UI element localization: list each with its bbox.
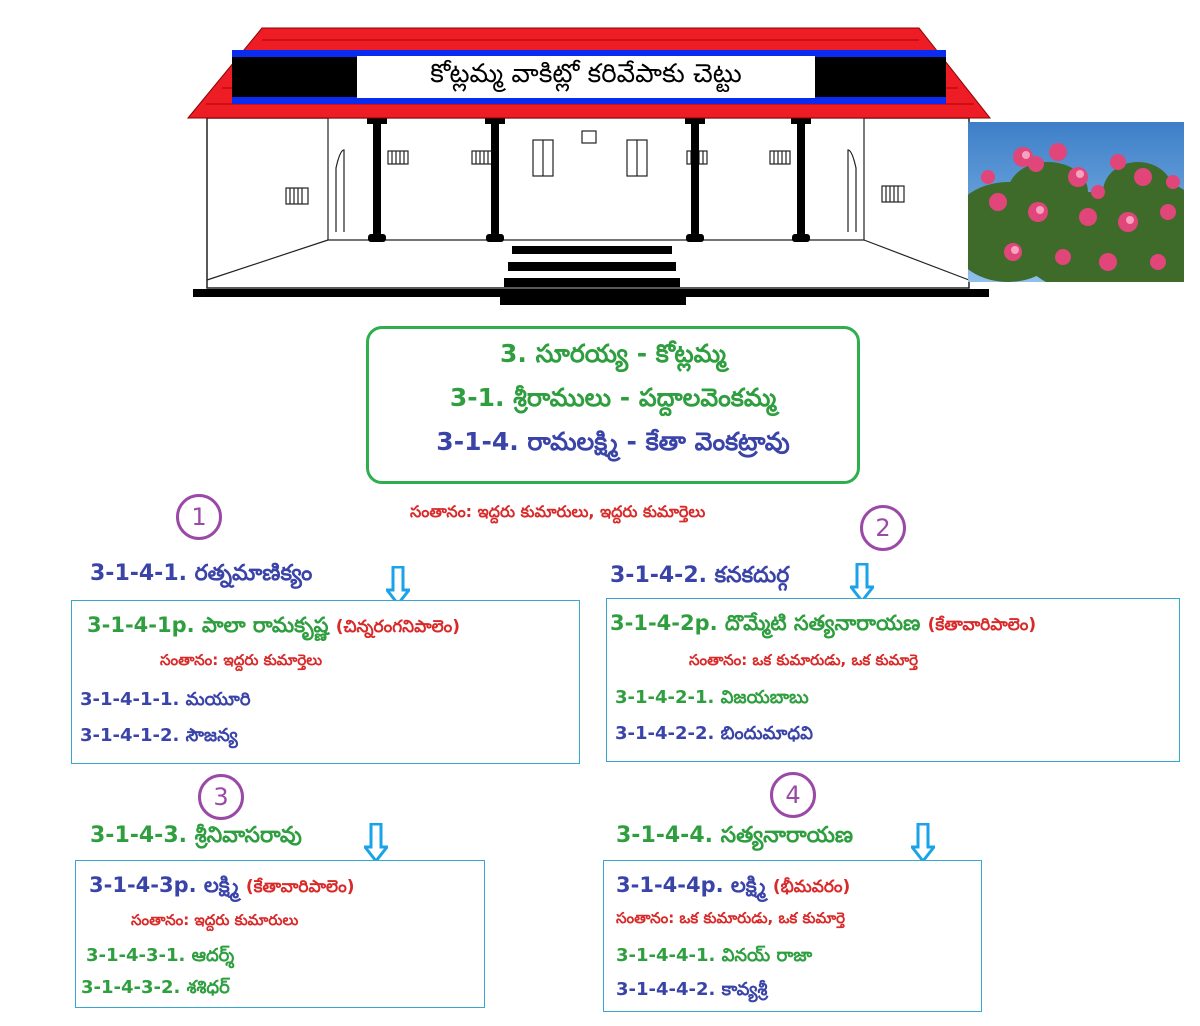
down-arrow-icon — [911, 823, 935, 863]
down-arrow-icon — [364, 823, 388, 863]
grandchild-1: 3-1-4-4-1. వినయ్ రాజా — [616, 945, 813, 966]
grandchild-1: 3-1-4-1-1. మయూరి — [80, 689, 251, 710]
grandchild-1: 3-1-4-3-1. ఆదర్శ్ — [86, 945, 235, 966]
down-arrow-icon — [386, 566, 410, 606]
offspring-line: సంతానం: ఇద్దరు కుమార్తెలు — [160, 651, 323, 669]
spouse-name: 3-1-4-4p. లక్ష్మి — [616, 873, 766, 897]
spouse-place: (కేతావారిపాలెం) — [245, 877, 355, 897]
spouse-name: 3-1-4-3p. లక్ష్మి — [89, 873, 239, 897]
grandchild-2: 3-1-4-2-2. బిందుమాధవి — [615, 723, 813, 744]
spouse-name: 3-1-4-2p. దొమ్మేటి సత్యనారాయణ — [610, 611, 921, 635]
spouse-place: (చిన్నరంగనిపాలెం) — [335, 617, 461, 637]
grandchild-2: 3-1-4-4-2. కావ్యశ్రీ — [616, 979, 768, 1000]
child-name-1: 3-1-4-1. రత్నమాణిక్యం — [90, 561, 313, 586]
offspring-summary: సంతానం: ఇద్దరు కుమారులు, ఇద్దరు కుమార్తె… — [410, 502, 706, 521]
offspring-line: సంతానం: ఇద్దరు కుమారులు — [131, 911, 299, 929]
child-number-3: 3 — [198, 774, 244, 820]
family-box-4: 3-1-4-4p. లక్ష్మి (భీమవరం) సంతానం: ఒక కు… — [603, 860, 982, 1012]
offspring-line: సంతానం: ఒక కుమారుడు, ఒక కుమార్తె — [689, 651, 919, 669]
spouse-place: (భీమవరం) — [772, 877, 851, 897]
child-name-4: 3-1-4-4. సత్యనారాయణ — [616, 823, 854, 848]
grandchild-1: 3-1-4-2-1. విజయబాబు — [615, 687, 809, 708]
child-number-1: 1 — [176, 494, 222, 540]
grandchild-2: 3-1-4-1-2. సౌజన్య — [80, 725, 238, 746]
house-sign-text: కోట్లమ్మ వాకిట్లో కరివేపాకు చెట్టు — [430, 59, 742, 89]
spouse-line: 3-1-4-4p. లక్ష్మి (భీమవరం) — [616, 873, 850, 903]
child-number-4: 4 — [770, 772, 816, 818]
grandchild-2: 3-1-4-3-2. శశిధర్ — [81, 977, 230, 998]
down-arrow-icon — [850, 563, 874, 603]
lineage-line-2: 3-1. శ్రీరాములు - పద్దాలవెంకమ్మ — [449, 383, 777, 412]
child-number-2: 2 — [860, 505, 906, 551]
child-name-2: 3-1-4-2. కనకదుర్గ — [610, 563, 790, 588]
spouse-line: 3-1-4-3p. లక్ష్మి (కేతావారిపాలెం) — [89, 873, 354, 903]
offspring-line: సంతానం: ఒక కుమారుడు, ఒక కుమార్తె — [616, 909, 846, 927]
lineage-line-1: 3. సూరయ్య - కోట్లమ్మ — [500, 339, 726, 368]
family-box-1: 3-1-4-1p. పాలా రామకృష్ణ (చిన్నరంగనిపాలెం… — [71, 600, 580, 764]
oleander-photo — [968, 122, 1184, 282]
lineage-box: 3. సూరయ్య - కోట్లమ్మ 3-1. శ్రీరాములు - ప… — [366, 326, 860, 484]
lineage-line-3: 3-1-4. రామలక్ష్మి - కేతా వెంకట్రావు — [436, 427, 790, 456]
spouse-name: 3-1-4-1p. పాలా రామకృష్ణ — [87, 613, 329, 637]
spouse-line: 3-1-4-2p. దొమ్మేటి సత్యనారాయణ (కేతావారిప… — [610, 611, 1036, 641]
family-box-3: 3-1-4-3p. లక్ష్మి (కేతావారిపాలెం) సంతానం… — [75, 860, 485, 1008]
child-name-3: 3-1-4-3. శ్రీనివాసరావు — [90, 823, 302, 848]
spouse-line: 3-1-4-1p. పాలా రామకృష్ణ (చిన్నరంగనిపాలెం… — [87, 613, 460, 643]
spouse-place: (కేతావారిపాలెం) — [927, 615, 1037, 635]
family-box-2: 3-1-4-2p. దొమ్మేటి సత్యనారాయణ (కేతావారిప… — [606, 598, 1180, 762]
house-illustration — [186, 27, 992, 305]
